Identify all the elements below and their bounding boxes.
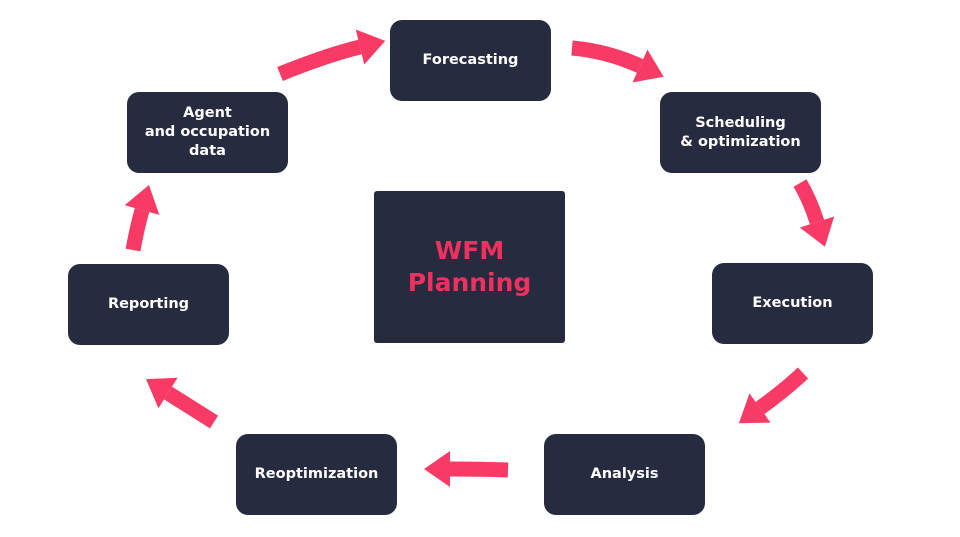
- node-analysis: Analysis: [544, 434, 705, 515]
- node-label-line: & optimization: [680, 133, 801, 150]
- arrow-head: [799, 216, 835, 247]
- node-reporting: Reporting: [68, 264, 229, 345]
- arrow-shaft: [277, 39, 362, 81]
- node-execution: Execution: [712, 263, 873, 344]
- arrow-head: [124, 184, 160, 215]
- node-label-line: Forecasting: [422, 52, 519, 68]
- arrow-forecasting-to-scheduling: [571, 40, 664, 83]
- arrow-head: [424, 451, 450, 487]
- arrow-agent-to-forecasting: [277, 29, 386, 81]
- arrow-execution-to-analysis: [738, 367, 809, 424]
- arrow-reoptimization-to-reporting: [145, 377, 219, 429]
- center-title-line-2: Planning: [407, 268, 532, 297]
- node-scheduling: Scheduling & optimization: [660, 92, 821, 173]
- node-reoptimization: Reoptimization: [236, 434, 397, 515]
- arrow-head: [355, 29, 386, 65]
- arrow-reporting-to-agent: [124, 184, 160, 252]
- arrow-shaft: [755, 367, 809, 415]
- node-agent-data: Agent and occupation data: [127, 92, 288, 173]
- node-label-line: Execution: [752, 295, 833, 311]
- arrow-head: [738, 393, 771, 424]
- node-label-line: Reoptimization: [254, 466, 379, 482]
- arrow-head: [145, 377, 178, 409]
- arrow-scheduling-to-execution: [793, 179, 835, 247]
- arrow-shaft: [571, 40, 644, 73]
- node-label-line: Reporting: [107, 296, 190, 312]
- arrow-analysis-to-reoptimization: [424, 451, 509, 487]
- center-title-box: WFM Planning: [374, 191, 565, 343]
- arrow-shaft: [164, 386, 219, 429]
- node-label-line: Analysis: [590, 466, 659, 482]
- arrow-shaft: [449, 461, 509, 478]
- center-title-line-1: WFM: [434, 236, 505, 265]
- node-label-line: and occupation: [144, 124, 271, 140]
- arrow-shaft: [793, 179, 825, 225]
- node-label-line: data: [189, 143, 226, 159]
- node-label-line: Agent: [183, 105, 232, 121]
- arrow-shaft: [125, 207, 150, 252]
- arrow-head: [632, 49, 664, 83]
- node-forecasting: Forecasting: [390, 20, 551, 101]
- node-label-line: Scheduling: [695, 114, 786, 131]
